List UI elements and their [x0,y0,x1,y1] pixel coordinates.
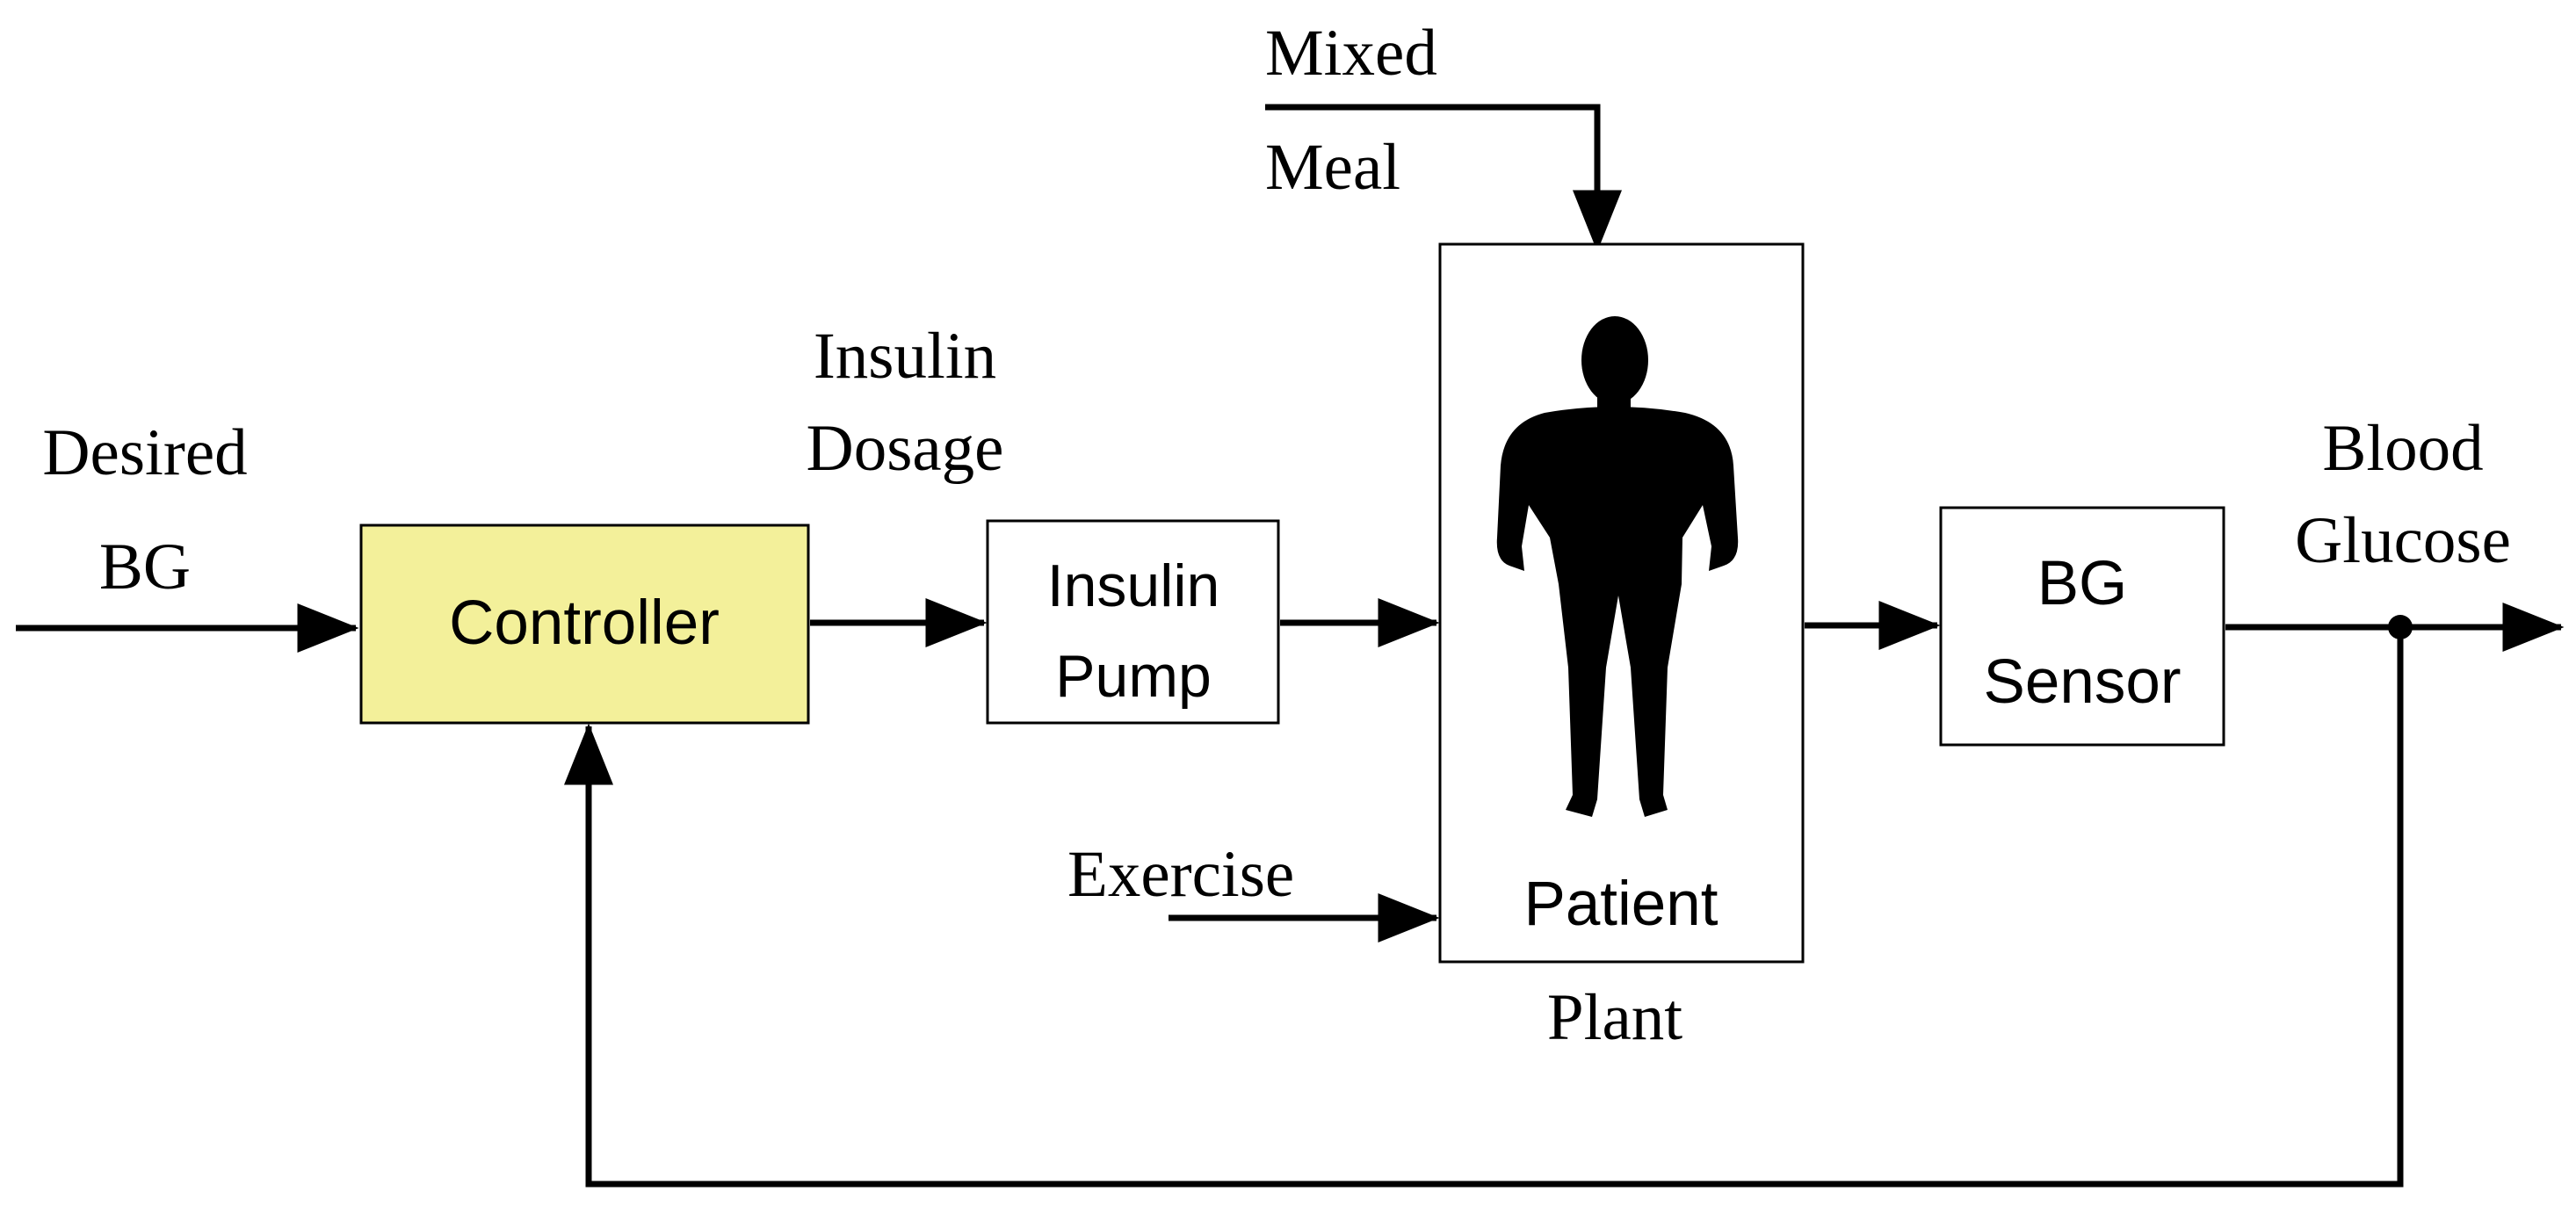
mixed-meal-label-line2: Meal [1265,131,1400,204]
bg-sensor-block: BG Sensor [1939,506,2225,747]
insulin-dosage-label-line2: Dosage [807,412,1004,485]
feedback-junction-dot [2388,615,2413,639]
insulin-dosage-label-line1: Insulin [814,320,996,393]
mixed-meal-arrow [1265,104,1622,252]
desired-bg-label-line1: Desired [42,416,247,489]
mixed-meal-label-line1: Mixed [1265,17,1437,90]
insulin-pump-label-line1: Insulin [1047,552,1220,619]
controller-label: Controller [449,589,720,658]
bg-sensor-label-line2: Sensor [1984,647,2182,717]
controller-block: Controller [359,524,810,725]
insulin-pump-label-line2: Pump [1055,643,1212,710]
blood-glucose-label-line1: Blood [2322,412,2483,485]
plant-label: Plant [1547,981,1682,1054]
feedback-path [564,627,2404,1188]
exercise-label: Exercise [1067,838,1294,911]
bg-sensor-label-line1: BG [2037,549,2128,618]
person-silhouette-icon [1496,316,1739,817]
desired-bg-label-line2: BG [99,531,191,603]
blood-glucose-label-line2: Glucose [2295,504,2511,577]
patient-block: Patient [1438,242,1805,964]
patient-label: Patient [1523,870,1718,939]
insulin-pump-block: Insulin Pump [986,519,1280,725]
